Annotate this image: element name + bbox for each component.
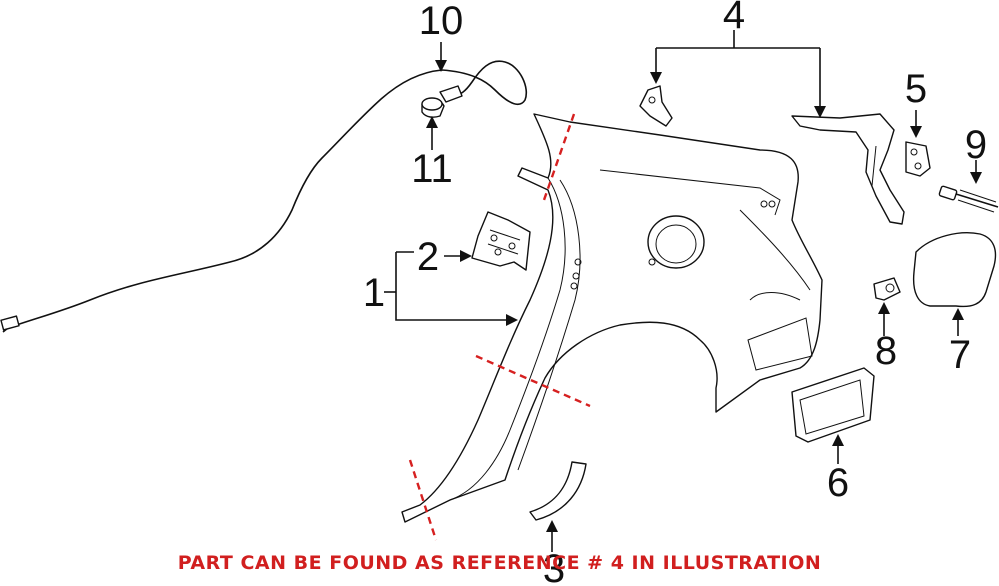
- callout-11: 11: [411, 147, 453, 191]
- cut-lines: [408, 113, 591, 541]
- callout-10: 10: [419, 0, 464, 43]
- cable-clip: [421, 97, 445, 118]
- quarter-panel-bracket: [471, 211, 531, 271]
- callout-3: 3: [543, 547, 565, 586]
- quarter-panel: [401, 113, 823, 523]
- callout-7: 7: [949, 333, 971, 377]
- reinforcement-brackets: [639, 85, 905, 225]
- callout-2: 2: [417, 235, 439, 279]
- leader-lines: [384, 30, 982, 552]
- callout-4: 4: [723, 0, 745, 37]
- callout-1: 1: [363, 271, 385, 315]
- callout-8: 8: [875, 329, 897, 373]
- callout-5: 5: [905, 67, 927, 111]
- fuel-filler-housing: [791, 367, 875, 443]
- door-hinge-clip: [873, 277, 901, 301]
- callout-6: 6: [827, 461, 849, 505]
- retainer-clip: [905, 141, 931, 177]
- reference-note: PART CAN BE FOUND AS REFERENCE # 4 IN IL…: [177, 552, 822, 574]
- wheel-arch-strip: [529, 461, 587, 521]
- callout-labels: 10 11 2 1 4 5 9 8 7 6 3: [363, 0, 987, 586]
- callout-9: 9: [965, 123, 987, 167]
- fuel-door: [912, 232, 997, 308]
- release-cable: [0, 60, 527, 333]
- bolt: [938, 185, 999, 213]
